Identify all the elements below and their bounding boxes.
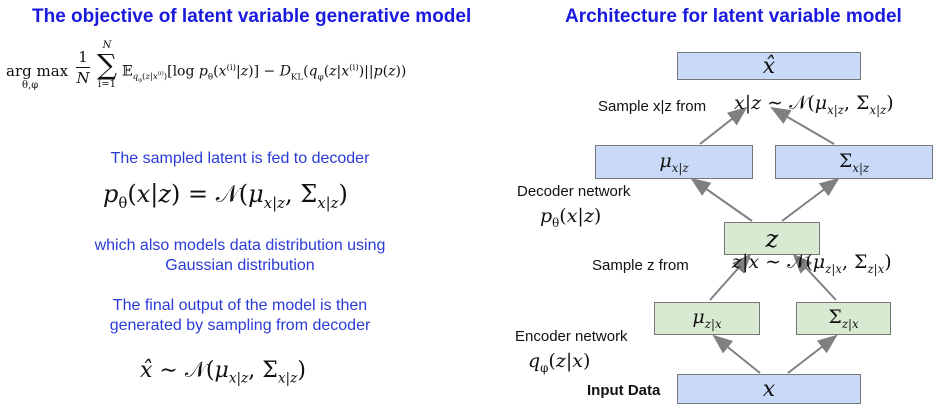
arrow-mu-z-to-z xyxy=(709,253,752,301)
text-final-line1: The final output of the model is then xyxy=(112,297,368,314)
fraction: 1 N xyxy=(76,48,90,87)
sample-x-equation: x|z ∼ 𝒩(μx|z, Σx|z) xyxy=(734,92,894,117)
fraction-denominator: N xyxy=(76,69,90,87)
left-title: The objective of latent variable generat… xyxy=(32,6,472,27)
sample-x-label: Sample x|z from xyxy=(598,98,707,115)
mu-z-box: μz|x xyxy=(654,302,760,335)
sigma-z-box: Σz|x xyxy=(796,302,891,335)
encoder-network-label: Encoder network xyxy=(515,328,628,345)
summation: N ∑ i=1 xyxy=(94,40,120,90)
right-title: Architecture for latent variable model xyxy=(565,6,902,27)
arrow-x-to-mu-z xyxy=(712,334,761,374)
text-models-line1: which also models data distribution usin… xyxy=(94,237,386,254)
arrow-z-to-sigma-x xyxy=(781,177,840,222)
x-box: x xyxy=(677,374,861,404)
text-final-line2: generated by sampling from decoder xyxy=(109,317,371,334)
x-box-label: x xyxy=(762,376,776,402)
xhat-box: x̂ xyxy=(677,52,861,80)
sample-z-equation: z|x ∼ 𝒩(μz|x, Σz|x) xyxy=(732,251,892,276)
mu-x-box: μx|z xyxy=(595,145,753,179)
objective-body: 𝔼qφ(z|x(i))[log pθ(x(i)|z)] − DKL(qφ(z|x… xyxy=(122,63,407,85)
argmax-subscript: θ,φ xyxy=(22,80,39,91)
arrow-sigma-x-to-xhat xyxy=(770,106,835,145)
xhat-box-label: x̂ xyxy=(762,53,776,79)
text-models-distribution: which also models data distribution usin… xyxy=(40,236,440,276)
z-box-label: z xyxy=(765,224,779,253)
decoder-equation: pθ(x|z) = 𝒩(μx|z, Σx|z) xyxy=(103,180,348,212)
arrow-z-to-mu-x xyxy=(690,177,753,222)
sigma-x-box: Σx|z xyxy=(775,145,933,179)
sampling-equation: x̂ ∼ 𝒩(μx|z, Σx|z) xyxy=(140,358,306,387)
decoder-network-label: Decoder network xyxy=(517,183,631,200)
text-final-output: The final output of the model is then ge… xyxy=(40,296,440,336)
arrow-x-to-sigma-z xyxy=(787,334,838,374)
fraction-numerator: 1 xyxy=(78,48,88,66)
argmax-text: arg max xyxy=(6,62,69,80)
sum-top: N xyxy=(102,40,112,51)
text-models-line2: Gaussian distribution xyxy=(165,257,315,274)
z-box: z xyxy=(724,222,820,255)
decoder-network-equation: pθ(x|z) xyxy=(540,205,602,230)
sample-z-label: Sample z from xyxy=(592,257,689,274)
text-sampled-latent: The sampled latent is fed to decoder xyxy=(110,150,370,167)
sum-bottom: i=1 xyxy=(98,79,116,90)
encoder-network-equation: qφ(z|x) xyxy=(528,350,591,375)
input-data-label: Input Data xyxy=(587,382,661,399)
arrow-mu-x-to-xhat xyxy=(699,106,748,145)
arrow-sigma-z-to-z xyxy=(792,253,837,301)
